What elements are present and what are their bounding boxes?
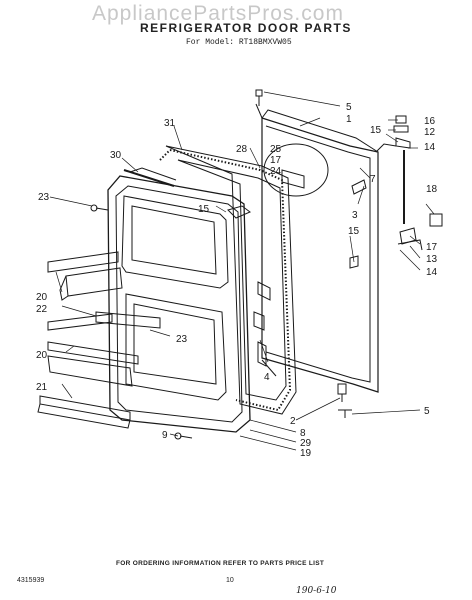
leader-lines (49, 91, 435, 451)
document-number: 4315939 (17, 577, 45, 584)
callout-labels: 5 1 16 12 15 14 31 28 25 17 24 30 7 18 2… (36, 102, 438, 459)
callout-21: 21 (36, 382, 48, 393)
callout-29: 29 (300, 438, 312, 449)
watermark: AppliancePartsPros.com (92, 2, 344, 25)
door-hardware (227, 205, 277, 377)
callout-31: 31 (164, 118, 176, 129)
callout-7: 7 (370, 174, 376, 185)
door-trim-rod (123, 169, 175, 187)
callout-18: 18 (426, 184, 438, 195)
door-stop (349, 179, 367, 269)
bottom-hinge-screw (337, 383, 352, 418)
callout-1: 1 (346, 114, 352, 125)
screw-9 (174, 432, 193, 440)
door-panel (107, 175, 251, 433)
detail-balloon (263, 143, 329, 197)
callout-20-b: 20 (36, 350, 48, 361)
model-number: RT18BMXVW05 (238, 38, 292, 47)
callout-30: 30 (110, 150, 122, 161)
callout-13: 14 (426, 267, 438, 278)
gasket-outline (165, 145, 297, 415)
callout-10: 12 (424, 127, 436, 138)
callout-6: 5 (346, 102, 352, 113)
callout-19: 19 (300, 448, 312, 459)
door-shelf-middle (47, 313, 139, 387)
ordering-note: FOR ORDERING INFORMATION REFER TO PARTS … (116, 560, 325, 567)
screw-25 (90, 204, 109, 212)
callout-16: 16 (424, 116, 436, 127)
callout-28: 28 (236, 144, 248, 155)
page-number: 10 (226, 577, 234, 584)
model-prefix: For Model: (186, 38, 235, 47)
top-screw (255, 89, 263, 106)
callout-23: 23 (176, 334, 188, 345)
callout-3: 3 (352, 210, 358, 221)
door-shelf-lower (37, 395, 131, 429)
hinge-bottom (397, 213, 443, 251)
door-shelf-upper (47, 251, 161, 329)
callout-2: 2 (290, 416, 296, 427)
model-line: For Model: RT18BMXVW05 (186, 38, 292, 47)
callout-17-b: 17 (426, 242, 438, 253)
callout-12: 14 (424, 142, 436, 153)
callout-4: 4 (264, 372, 270, 383)
callout-8: 8 (300, 428, 306, 439)
callout-11: 13 (426, 254, 438, 265)
callout-26: 25 (270, 144, 282, 155)
callout-24: 24 (270, 166, 282, 177)
door-gasket (159, 149, 292, 412)
cabinet-frame (255, 103, 379, 393)
callout-25: 23 (38, 192, 50, 203)
callout-15-a: 15 (198, 204, 210, 215)
callout-9: 9 (162, 430, 168, 441)
callout-5: 5 (424, 406, 430, 417)
handwritten-mark: 190-6-10 (296, 586, 337, 596)
page-title: REFRIGERATOR DOOR PARTS (140, 21, 352, 35)
callout-15-b: 15 (348, 226, 360, 237)
callout-20-a: 20 (36, 292, 48, 303)
callout-22: 22 (36, 304, 48, 315)
callout-17-a: 17 (270, 155, 282, 166)
callout-14: 15 (370, 125, 382, 136)
